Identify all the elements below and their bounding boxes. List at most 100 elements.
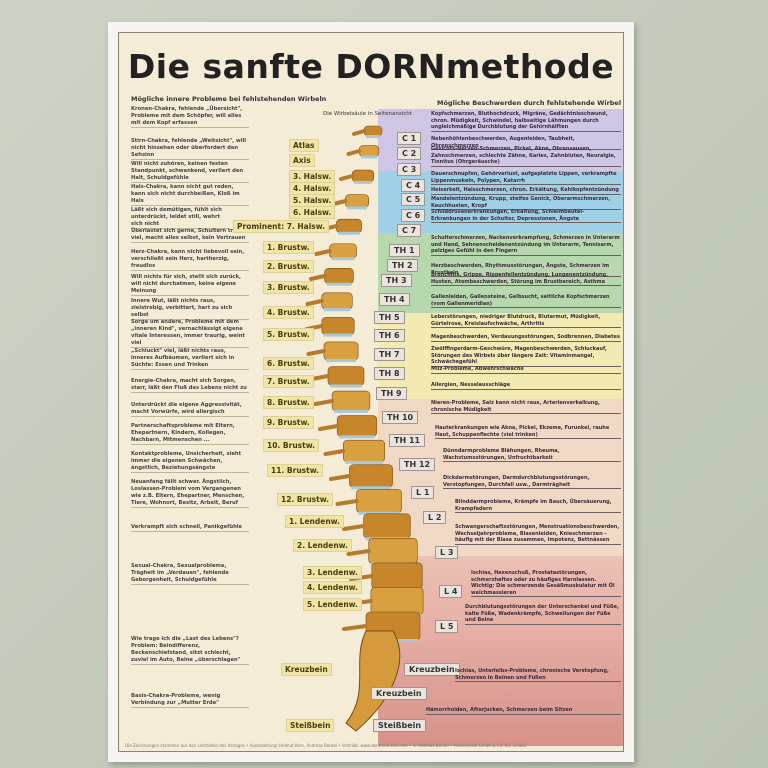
spine-illustration bbox=[305, 125, 424, 732]
footer: Die Zeichnungen stammen aus den Lehrtafe… bbox=[125, 743, 527, 748]
intervertebral-disc bbox=[326, 282, 352, 286]
vertebra-label-right: TH 3 bbox=[381, 274, 412, 287]
intervertebral-disc bbox=[338, 231, 360, 235]
vertebra bbox=[324, 268, 354, 285]
vertebra bbox=[329, 243, 357, 259]
spinous-process bbox=[331, 199, 348, 206]
complaint-text: Allergien, Nesselausschläge bbox=[431, 382, 621, 390]
spinous-process bbox=[305, 299, 324, 306]
vertebra-label-right: TH 2 bbox=[387, 259, 418, 272]
vertebra-label-right: TH 12 bbox=[399, 458, 436, 471]
vertebra-label-left: 11. Brustw. bbox=[267, 464, 323, 477]
vertebra-label-left: 2. Brustw. bbox=[263, 260, 314, 273]
complaint-text: Zwölffingerdarm-Geschwüre, Magenbeschwer… bbox=[431, 346, 621, 367]
vertebra bbox=[356, 488, 402, 514]
left-problem-text: Unterdrückt die eigene Aggressivität, ma… bbox=[131, 402, 249, 417]
left-problem-text: Überlastet sich gerne, Schultern tragen … bbox=[131, 228, 249, 243]
spinous-process bbox=[309, 274, 327, 281]
vertebra bbox=[370, 587, 424, 615]
vertebra-label-left: Steißbein bbox=[286, 719, 335, 732]
poster-title: Die sanfte DORNmethode bbox=[127, 47, 615, 86]
vertebra bbox=[343, 439, 386, 463]
vertebra-label-left: 1. Brustw. bbox=[263, 241, 314, 254]
vertebra-label-right: Kreuzbein bbox=[404, 663, 460, 676]
intervertebral-disc bbox=[366, 135, 380, 138]
left-problem-text: Will nicht zuhören, keinen festen Standp… bbox=[131, 161, 249, 183]
spinous-process bbox=[306, 349, 326, 356]
vertebra-label-left: 4. Lendenw. bbox=[303, 581, 362, 594]
vertebra-label-left: 8. Brustw. bbox=[263, 396, 314, 409]
intervertebral-disc bbox=[345, 460, 383, 464]
vertebra-label-left: 12. Brustw. bbox=[277, 493, 333, 506]
complaint-text: Bronchitis, Grippe, Rippenfellentzündung… bbox=[431, 272, 621, 286]
intervertebral-disc bbox=[354, 180, 372, 184]
vertebra-label-left: 3. Brustw. bbox=[263, 281, 314, 294]
vertebra-label-right: L 1 bbox=[411, 486, 435, 499]
intervertebral-disc bbox=[323, 333, 353, 337]
vertebra bbox=[363, 125, 383, 137]
vertebra bbox=[323, 341, 359, 361]
left-problem-text: Neuanfang fällt schwer. Ängstlich, Losla… bbox=[131, 479, 249, 508]
vertebra-label-right: C 1 bbox=[397, 132, 422, 145]
vertebra-label-right: L 2 bbox=[423, 511, 447, 524]
complaint-text: Gesichts-Nerven-Schmerzen, Pickel, Akne,… bbox=[431, 146, 621, 167]
complaint-text: Heiserkeit, Halsschmerzen, chron. Erkält… bbox=[431, 187, 621, 195]
vertebra-label-right: TH 6 bbox=[374, 329, 405, 342]
intervertebral-disc bbox=[330, 384, 362, 388]
spinous-process bbox=[329, 474, 352, 481]
vertebra-label-right: L 4 bbox=[439, 585, 463, 598]
left-problem-text: Basis-Chakra-Probleme, wenig Verbindung … bbox=[131, 693, 249, 708]
vertebra-label-right: C 7 bbox=[397, 224, 422, 237]
vertebra bbox=[336, 415, 378, 437]
complaint-text: Blinddarmprobleme, Krämpfe im Bauch, Übe… bbox=[455, 499, 621, 513]
vertebra-label-right: C 5 bbox=[401, 193, 426, 206]
left-problem-text: Stirn-Chakra, fehlende „Weitsicht", will… bbox=[131, 138, 249, 160]
spinous-process bbox=[323, 449, 346, 456]
complaint-text: Nebenhöhlenbeschwerden, Augenleiden, Tau… bbox=[431, 136, 621, 150]
complaint-text: Dickdarmstörungen, Darmdurchblutungsstör… bbox=[443, 475, 621, 489]
complaint-text: Schilddrüsenerkrankungen, Erkältung, Sch… bbox=[431, 209, 621, 223]
vertebra-label-right: C 3 bbox=[397, 163, 422, 176]
intervertebral-disc bbox=[351, 486, 391, 490]
vertebra-label-left: 1. Lendenw. bbox=[285, 515, 344, 528]
vertebra-label-left: 2. Lendenw. bbox=[293, 539, 352, 552]
vertebra bbox=[327, 366, 365, 386]
vertebra-label-left: Prominent: 7. Halsw. bbox=[233, 220, 330, 233]
vertebra-label-left: 9. Brustw. bbox=[263, 416, 314, 429]
vertebra-label-right: L 3 bbox=[435, 546, 459, 559]
complaint-text: Gallenleiden, Gallensteine, Gelbsucht, s… bbox=[431, 294, 621, 308]
complaint-text: Nieren-Probleme, Salz kann nicht raus, A… bbox=[431, 400, 621, 414]
left-problem-text: Verkrampft sich schnell, Panikgefühle bbox=[131, 524, 249, 532]
complaint-text: Leberstörungen, niedriger Blutdruck, Blu… bbox=[431, 314, 621, 328]
intervertebral-disc bbox=[334, 409, 368, 413]
left-problem-text: Herz-Chakra, kann nicht liebevoll sein, … bbox=[131, 249, 249, 271]
left-problem-text: Kontaktprobleme, Unsicherheit, sieht imm… bbox=[131, 451, 249, 473]
vertebra-label-left: Kreuzbein bbox=[281, 663, 332, 676]
vertebra bbox=[371, 562, 423, 590]
vertebra-label-left: 6. Brustw. bbox=[263, 357, 314, 370]
spinous-process bbox=[346, 149, 362, 156]
vertebra-label-right: TH 5 bbox=[374, 311, 405, 324]
vertebra-label-left: 6. Halsw. bbox=[289, 206, 336, 219]
vertebra bbox=[331, 390, 371, 412]
vertebra-label-right: C 6 bbox=[401, 209, 426, 222]
spinous-process bbox=[346, 549, 371, 556]
vertebra-label-left: 5. Lendenw. bbox=[303, 598, 362, 611]
left-problem-text: „Schluckt" viel, läßt nichts raus, inner… bbox=[131, 348, 249, 370]
vertebra bbox=[336, 218, 362, 234]
vertebra-label-right: Kreuzbein bbox=[371, 687, 427, 700]
spinous-process bbox=[352, 129, 366, 136]
intervertebral-disc bbox=[358, 511, 400, 515]
spinous-process bbox=[335, 499, 359, 506]
vertebra-label-right: TH 4 bbox=[379, 293, 410, 306]
vertebra-label-right: TH 8 bbox=[374, 367, 405, 380]
vertebra-label-right: Steißbein bbox=[373, 719, 427, 732]
vertebra bbox=[321, 292, 353, 310]
spinous-process bbox=[339, 174, 355, 181]
vertebra bbox=[321, 317, 355, 335]
intervertebral-disc bbox=[361, 155, 377, 159]
left-header: Mögliche innere Probleme bei fehlstehend… bbox=[131, 95, 327, 103]
vertebra-label-right: TH 10 bbox=[382, 411, 419, 424]
left-problem-text: Kronen-Chakra, fehlende „Übersicht", Pro… bbox=[131, 106, 249, 128]
vertebra bbox=[349, 464, 393, 488]
